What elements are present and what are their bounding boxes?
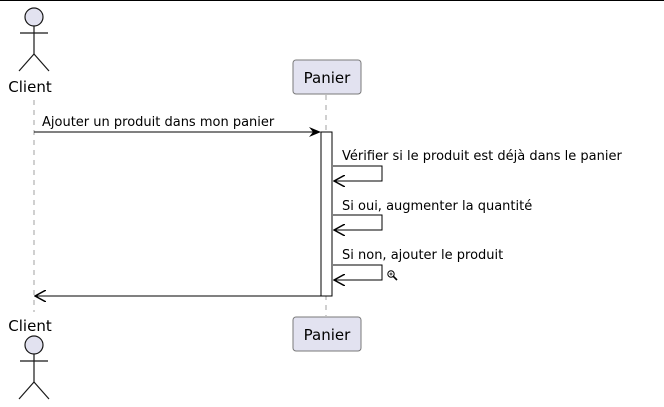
message-label: Si oui, augmenter la quantité bbox=[342, 199, 532, 214]
message-check-product[interactable]: Vérifier si le produit est déjà dans le … bbox=[333, 149, 622, 181]
top-border bbox=[0, 0, 664, 1]
message-label: Vérifier si le produit est déjà dans le … bbox=[342, 149, 622, 164]
message-add-product[interactable]: Ajouter un produit dans mon panier bbox=[34, 115, 321, 137]
participant-panier-bottom[interactable]: Panier bbox=[292, 316, 362, 352]
actor-left-leg bbox=[18, 381, 35, 400]
participant-box bbox=[292, 316, 362, 352]
actor-right-leg bbox=[33, 381, 50, 400]
participant-label-panier-top: Panier bbox=[304, 69, 351, 87]
actor-head bbox=[24, 7, 44, 27]
actor-label-client-top: Client bbox=[8, 78, 52, 96]
message-label: Ajouter un produit dans mon panier bbox=[42, 115, 275, 130]
message-increase-quantity[interactable]: Si oui, augmenter la quantité bbox=[333, 199, 532, 230]
zoom-cursor-icon bbox=[387, 270, 398, 281]
message-label: Si non, ajouter le produit bbox=[342, 248, 503, 263]
actor-head bbox=[24, 335, 44, 355]
actor-label-client-bottom: Client bbox=[8, 317, 52, 335]
participant-label-panier-bottom: Panier bbox=[304, 326, 351, 344]
participant-box bbox=[292, 59, 362, 95]
self-message-arrow bbox=[333, 264, 383, 280]
actor-right-leg bbox=[33, 53, 50, 72]
actor-client-top[interactable]: Client bbox=[8, 7, 52, 96]
activation-bar-panier bbox=[320, 131, 333, 297]
actor-client-bottom[interactable]: Client bbox=[8, 317, 52, 400]
message-add-new-product[interactable]: Si non, ajouter le produit bbox=[333, 248, 503, 280]
self-message-arrow bbox=[333, 214, 383, 230]
participant-panier-top[interactable]: Panier bbox=[292, 59, 362, 95]
self-message-arrow bbox=[333, 165, 383, 181]
actor-left-leg bbox=[18, 53, 35, 72]
